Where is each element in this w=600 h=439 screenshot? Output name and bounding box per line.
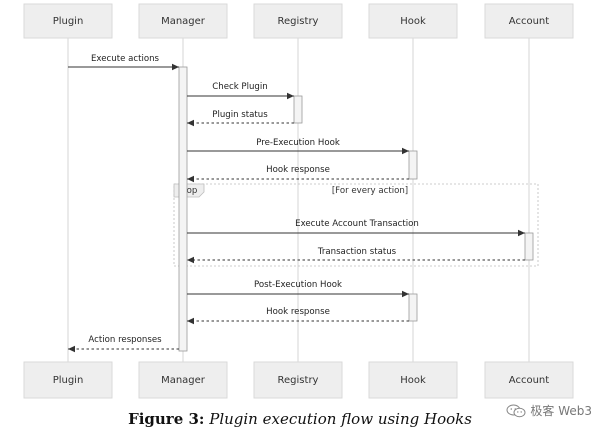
svg-text:Post-Execution Hook: Post-Execution Hook <box>254 280 342 290</box>
activation-registry <box>293 95 303 124</box>
figure-caption: Figure 3: Plugin execution flow using Ho… <box>0 410 600 428</box>
message-execute-actions: Execute actions <box>68 54 179 71</box>
actor-top-account: Account <box>484 3 574 39</box>
svg-text:Execute actions: Execute actions <box>91 54 160 64</box>
loop-label: loop <box>179 186 197 196</box>
svg-text:Registry: Registry <box>278 16 319 27</box>
actor-top-hook: Hook <box>368 3 458 39</box>
svg-text:Pre-Execution Hook: Pre-Execution Hook <box>256 138 340 148</box>
actor-top-manager: Manager <box>138 3 228 39</box>
svg-text:Manager: Manager <box>161 16 206 27</box>
actor-top-plugin: Plugin <box>23 3 113 39</box>
message-check-plugin: Check Plugin <box>187 82 294 100</box>
svg-text:Transaction status: Transaction status <box>317 247 397 257</box>
message-post-execution-hook: Post-Execution Hook <box>187 280 409 298</box>
message-hook-response-post: Hook response <box>187 307 409 325</box>
actor-bottom-hook: Hook <box>368 361 458 399</box>
message-hook-response-pre: Hook response <box>187 165 409 183</box>
actor-top-registry: Registry <box>253 3 343 39</box>
svg-text:Manager: Manager <box>161 375 206 386</box>
message-plugin-status: Plugin status <box>187 110 294 127</box>
message-pre-execution-hook: Pre-Execution Hook <box>187 138 409 155</box>
actor-bottom-account: Account <box>484 361 574 399</box>
activation-manager <box>178 66 188 352</box>
actor-bottom-manager: Manager <box>138 361 228 399</box>
activation-hook-pre <box>408 150 418 180</box>
loop-condition: [For every action] <box>332 186 408 196</box>
svg-text:Plugin status: Plugin status <box>212 110 268 120</box>
activation-account <box>524 232 534 261</box>
actor-bottom-registry: Registry <box>253 361 343 399</box>
activation-hook-post <box>408 293 418 322</box>
svg-text:Action responses: Action responses <box>88 335 162 345</box>
svg-text:Account: Account <box>509 16 549 27</box>
message-transaction-status: Transaction status <box>187 247 525 264</box>
svg-text:Account: Account <box>509 375 549 386</box>
svg-text:Check Plugin: Check Plugin <box>212 82 267 92</box>
svg-text:Execute Account Transaction: Execute Account Transaction <box>295 219 419 229</box>
svg-text:Plugin: Plugin <box>53 375 84 386</box>
svg-text:Hook response: Hook response <box>266 307 330 317</box>
svg-text:Hook response: Hook response <box>266 165 330 175</box>
watermark: 极客 Web3 <box>506 402 592 419</box>
watermark-text: 极客 Web3 <box>530 404 592 418</box>
svg-text:Hook: Hook <box>400 375 426 386</box>
wechat-icon <box>506 404 526 417</box>
figure-title: Plugin execution flow using Hooks <box>209 410 472 428</box>
svg-text:Registry: Registry <box>278 375 319 386</box>
message-execute-account-transaction: Execute Account Transaction <box>187 219 525 237</box>
actor-bottom-plugin: Plugin <box>23 361 113 399</box>
svg-text:Hook: Hook <box>400 16 426 27</box>
message-action-responses: Action responses <box>68 335 179 353</box>
svg-text:Plugin: Plugin <box>53 16 84 27</box>
figure-number: Figure 3: <box>128 410 205 428</box>
